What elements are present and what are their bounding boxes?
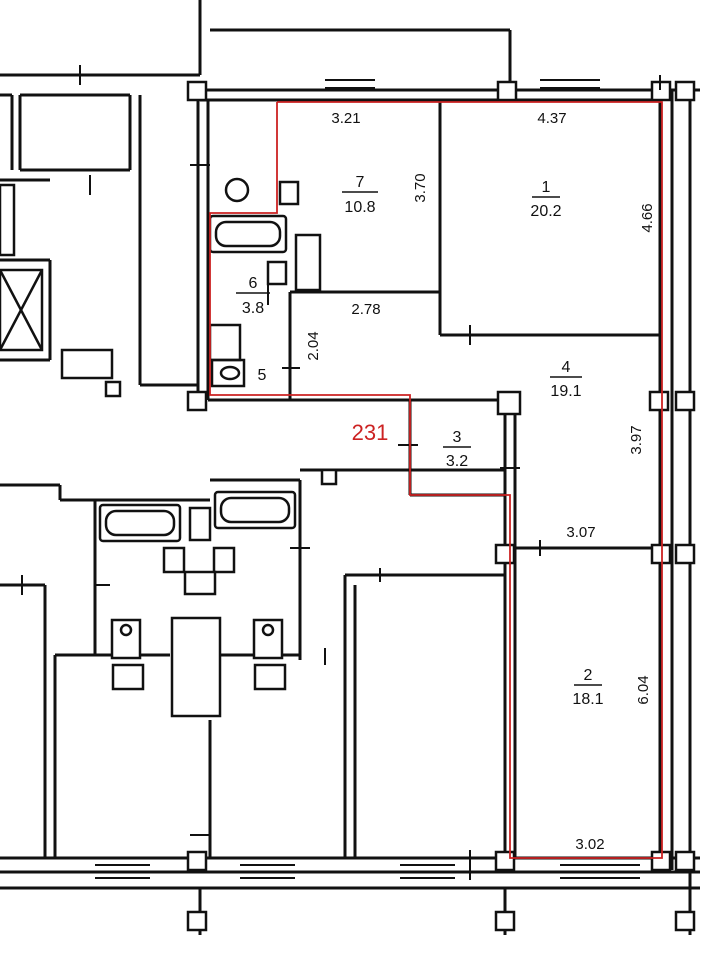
sink-icon <box>224 177 250 203</box>
svg-text:5: 5 <box>258 367 267 384</box>
windows <box>95 79 640 879</box>
svg-text:7: 7 <box>356 174 365 191</box>
dim-room7-width: 3.21 <box>331 110 360 127</box>
svg-text:3.2: 3.2 <box>446 453 468 470</box>
dim-room4-depth: 3.97 <box>628 425 645 454</box>
dim-hall-width: 2.78 <box>351 301 380 318</box>
room-3-label: 3 3.2 <box>443 429 471 470</box>
svg-text:20.2: 20.2 <box>530 203 561 220</box>
dim-room4-width: 3.07 <box>566 524 595 541</box>
svg-text:19.1: 19.1 <box>550 383 581 400</box>
room-4-label: 4 19.1 <box>550 359 582 400</box>
dim-room2-width: 3.02 <box>575 836 604 853</box>
dim-hall-depth: 2.04 <box>305 331 322 360</box>
svg-text:4: 4 <box>562 359 571 376</box>
svg-text:10.8: 10.8 <box>344 199 375 216</box>
dim-room2-depth: 6.04 <box>635 675 652 704</box>
toilet-icon-right <box>252 618 287 691</box>
bathtub-icon <box>208 214 288 254</box>
toilet-icon-left <box>110 618 145 691</box>
dim-room1-depth: 4.66 <box>639 203 656 232</box>
room-2-label: 2 18.1 <box>572 667 603 708</box>
svg-text:6: 6 <box>249 275 258 292</box>
ventilation-shaft-icon <box>162 180 300 718</box>
bathtub-icon-2 <box>98 503 182 543</box>
room-6-label: 6 3.8 <box>236 275 270 317</box>
apartment-number: 231 <box>352 420 389 445</box>
apartment-outline <box>209 101 663 859</box>
svg-text:3: 3 <box>453 429 462 446</box>
dim-room7-depth: 3.70 <box>412 173 429 202</box>
room-7-label: 7 10.8 <box>342 174 378 216</box>
svg-text:2: 2 <box>584 667 593 684</box>
toilet-icon <box>210 358 246 388</box>
room-1-label: 1 20.2 <box>530 179 561 220</box>
svg-text:3.8: 3.8 <box>242 300 264 317</box>
columns <box>104 80 696 932</box>
door-marks <box>21 65 661 880</box>
elevator-shaft-icon <box>0 183 114 380</box>
bathtub-icon-3 <box>213 490 297 530</box>
svg-text:18.1: 18.1 <box>572 691 603 708</box>
dim-room1-width: 4.37 <box>537 110 566 127</box>
svg-text:1: 1 <box>542 179 551 196</box>
room-5-label: 5 <box>258 367 267 384</box>
